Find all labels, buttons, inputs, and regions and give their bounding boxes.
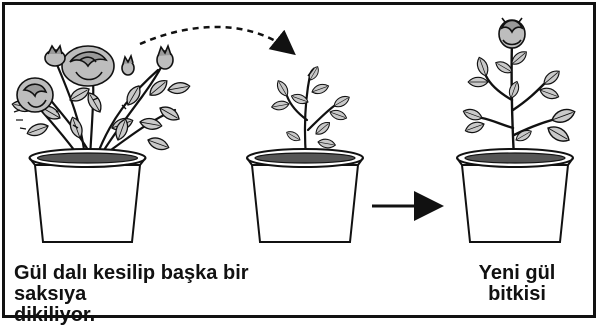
curved-dashed-arrow-icon xyxy=(140,27,292,52)
new-rose-plant-icon xyxy=(462,18,577,158)
caption-cutting-transplanted: Gül dalı kesilip başka bir saksıya dikil… xyxy=(14,263,314,326)
flower-pot-icon xyxy=(247,149,363,242)
caption-left-line2: dikiliyor. xyxy=(14,305,314,326)
flower-pot-icon xyxy=(30,149,146,242)
caption-right-line2: bitkisi xyxy=(452,284,582,305)
flower-pot-icon xyxy=(457,149,573,242)
caption-right-line1: Yeni gül xyxy=(452,263,582,284)
rose-cutting-icon xyxy=(271,65,351,158)
caption-new-plant: Yeni gül bitkisi xyxy=(452,263,582,305)
caption-left-line1: Gül dalı kesilip başka bir saksıya xyxy=(14,263,314,305)
rose-bush-icon xyxy=(11,46,190,158)
